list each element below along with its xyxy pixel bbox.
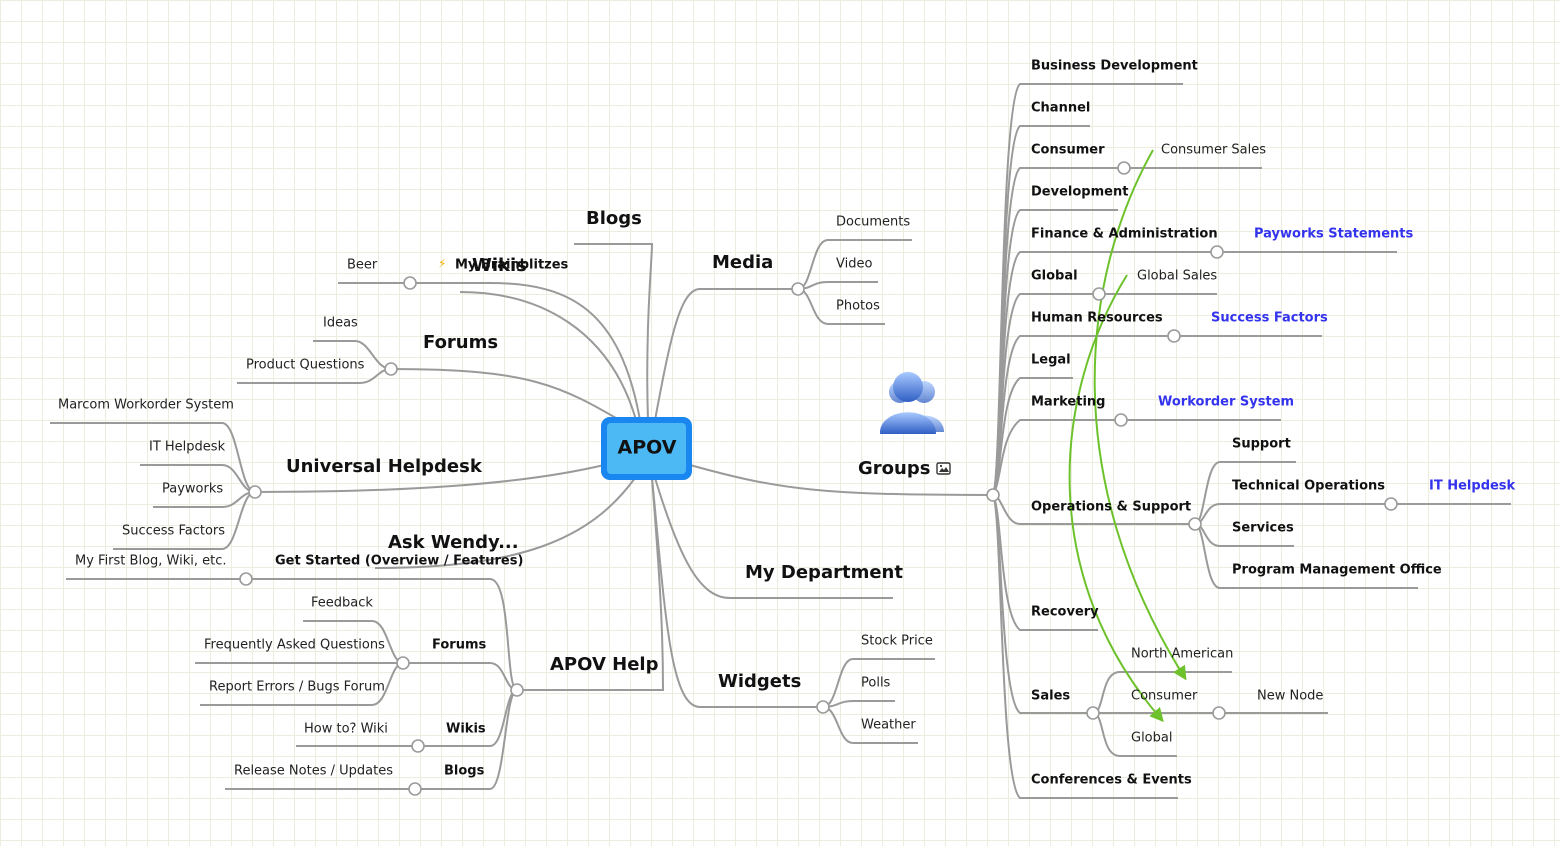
forums-knob[interactable] (384, 362, 398, 376)
get-started-knob[interactable] (239, 572, 253, 586)
ops-support[interactable]: Support (1232, 437, 1291, 452)
consumer-knob[interactable] (1117, 161, 1131, 175)
get-started-topic[interactable]: Get Started (Overview / Features) (275, 554, 523, 569)
global-knob[interactable] (1092, 287, 1106, 301)
ops-pmo[interactable]: Program Management Office (1232, 563, 1442, 578)
helpdesk-item-success[interactable]: Success Factors (122, 524, 225, 539)
group-marketing[interactable]: Marketing (1031, 395, 1105, 410)
ask-wendy-topic[interactable]: Ask Wendy... (388, 532, 519, 553)
group-development[interactable]: Development (1031, 185, 1128, 200)
group-global-sales[interactable]: Global Sales (1137, 269, 1217, 284)
widget-item-polls[interactable]: Polls (861, 676, 891, 691)
group-business-development[interactable]: Business Development (1031, 59, 1198, 74)
my-first-topic[interactable]: My First Blog, Wiki, etc. (75, 554, 227, 569)
feedback-topic[interactable]: Feedback (311, 596, 373, 611)
groups-topic[interactable]: Groups (858, 458, 930, 479)
finance-knob[interactable] (1210, 245, 1224, 259)
faq-topic[interactable]: Frequently Asked Questions (204, 638, 385, 653)
central-topic-label: APOV (618, 437, 677, 459)
operations-knob[interactable] (1188, 517, 1202, 531)
people-icon (880, 372, 944, 434)
sales-new-node[interactable]: New Node (1257, 689, 1323, 704)
group-finance[interactable]: Finance & Administration (1031, 227, 1218, 242)
blogs-topic[interactable]: Blogs (586, 208, 642, 229)
group-global[interactable]: Global (1031, 269, 1078, 284)
media-item-documents[interactable]: Documents (836, 215, 910, 230)
group-consumer-sales[interactable]: Consumer Sales (1161, 143, 1266, 158)
link-payworks-statements[interactable]: Payworks Statements (1254, 227, 1413, 242)
media-item-video[interactable]: Video (836, 257, 872, 272)
image-icon[interactable] (936, 462, 951, 475)
my-department-topic[interactable]: My Department (745, 562, 903, 583)
sales-consumer-knob[interactable] (1212, 706, 1226, 720)
sales-consumer[interactable]: Consumer (1131, 689, 1198, 704)
branch-lines (50, 83, 1511, 799)
sales-north-american[interactable]: North American (1131, 647, 1233, 662)
group-operations[interactable]: Operations & Support (1031, 500, 1191, 515)
central-topic[interactable]: APOV (601, 417, 692, 480)
help-blogs-knob[interactable] (408, 782, 422, 796)
help-forums-topic[interactable]: Forums (432, 638, 486, 653)
apov-help-topic[interactable]: APOV Help (550, 654, 659, 675)
apov-help-knob[interactable] (510, 683, 524, 697)
link-workorder-system[interactable]: Workorder System (1158, 395, 1294, 410)
my-brainblitzes-topic[interactable]: My Brainblitzes (455, 258, 569, 273)
technical-operations-knob[interactable] (1384, 497, 1398, 511)
group-consumer[interactable]: Consumer (1031, 143, 1105, 158)
help-wikis-knob[interactable] (411, 739, 425, 753)
group-human-resources[interactable]: Human Resources (1031, 311, 1163, 326)
ideas-topic[interactable]: Ideas (323, 316, 358, 331)
sales-global[interactable]: Global (1131, 731, 1172, 746)
group-channel[interactable]: Channel (1031, 101, 1090, 116)
report-errors-topic[interactable]: Report Errors / Bugs Forum (209, 680, 385, 695)
release-notes-topic[interactable]: Release Notes / Updates (234, 764, 393, 779)
group-legal[interactable]: Legal (1031, 353, 1071, 368)
helpdesk-item-marcom[interactable]: Marcom Workorder System (58, 398, 234, 413)
wikis-topic[interactable]: Wikis (472, 255, 527, 276)
how-to-topic[interactable]: How to? Wiki (304, 722, 388, 737)
helpdesk-item-payworks[interactable]: Payworks (162, 482, 223, 497)
help-wikis-topic[interactable]: Wikis (446, 722, 486, 737)
help-blogs-topic[interactable]: Blogs (444, 764, 485, 779)
widgets-topic[interactable]: Widgets (718, 671, 801, 692)
group-recovery[interactable]: Recovery (1031, 605, 1099, 620)
universal-helpdesk-knob[interactable] (248, 485, 262, 499)
human-resources-knob[interactable] (1167, 329, 1181, 343)
media-knob[interactable] (791, 282, 805, 296)
ops-services[interactable]: Services (1232, 521, 1294, 536)
help-forums-knob[interactable] (396, 656, 410, 670)
groups-knob[interactable] (986, 488, 1000, 502)
lightning-icon: ⚡ (438, 257, 446, 271)
helpdesk-item-it[interactable]: IT Helpdesk (149, 440, 226, 455)
widgets-knob[interactable] (816, 700, 830, 714)
widget-item-stock[interactable]: Stock Price (861, 634, 933, 649)
widget-item-weather[interactable]: Weather (861, 718, 916, 733)
product-questions-topic[interactable]: Product Questions (246, 358, 365, 373)
beer-knob[interactable] (403, 276, 417, 290)
relationship-arrows (1068, 149, 1187, 723)
ops-technical-operations[interactable]: Technical Operations (1232, 479, 1385, 494)
group-sales[interactable]: Sales (1031, 689, 1070, 704)
marketing-knob[interactable] (1114, 413, 1128, 427)
forums-topic[interactable]: Forums (423, 332, 498, 353)
link-it-helpdesk[interactable]: IT Helpdesk (1429, 479, 1516, 494)
beer-topic[interactable]: Beer (347, 258, 378, 273)
universal-helpdesk-topic[interactable]: Universal Helpdesk (286, 456, 483, 477)
group-conferences[interactable]: Conferences & Events (1031, 773, 1192, 788)
media-item-photos[interactable]: Photos (836, 299, 880, 314)
sales-knob[interactable] (1086, 706, 1100, 720)
media-topic[interactable]: Media (712, 252, 773, 273)
link-success-factors[interactable]: Success Factors (1211, 311, 1328, 326)
collapse-knobs[interactable] (239, 161, 1398, 796)
